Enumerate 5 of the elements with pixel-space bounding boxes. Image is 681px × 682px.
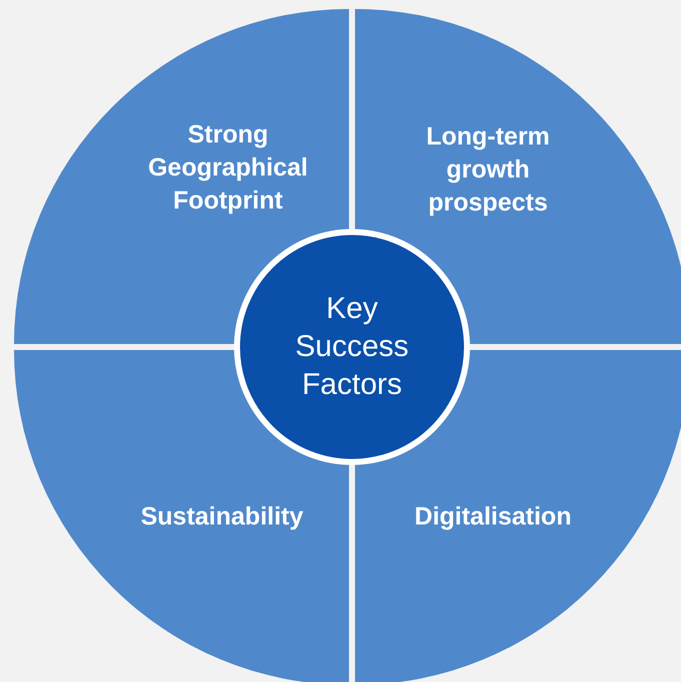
segment-label: Strong Geographical Footprint bbox=[147, 120, 309, 216]
segment-label: Digitalisation bbox=[414, 502, 572, 532]
segment-label: Long-term growth prospects bbox=[425, 122, 551, 218]
center-label: Key Success Factors bbox=[294, 291, 410, 403]
segment-label: Sustainability bbox=[140, 502, 304, 532]
